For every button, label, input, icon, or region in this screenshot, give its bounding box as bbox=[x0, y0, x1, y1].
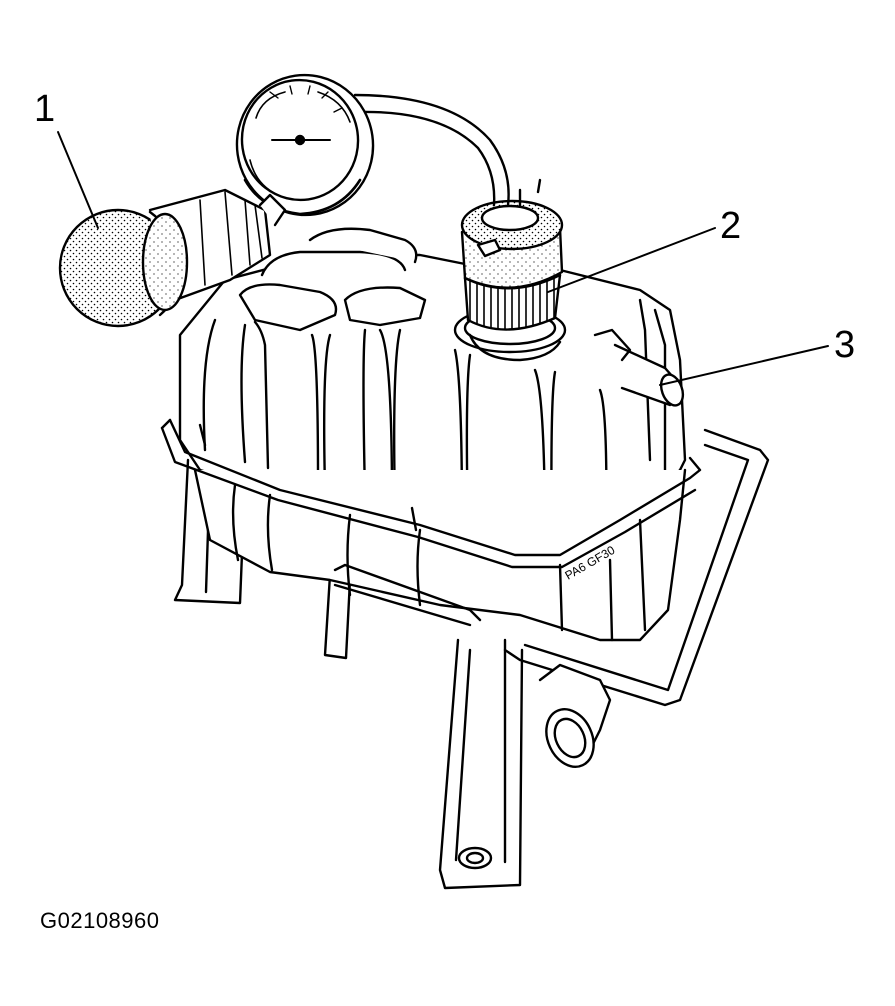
hose-nipple bbox=[593, 328, 685, 407]
callout-3-leader bbox=[659, 345, 829, 386]
callout-2-leader bbox=[547, 227, 716, 293]
tank-seam-flange bbox=[160, 418, 702, 569]
callout-1-leader bbox=[57, 131, 99, 229]
outlet-pipe bbox=[538, 663, 612, 768]
figure-code: G02108960 bbox=[40, 908, 160, 933]
hand-pump bbox=[58, 188, 287, 328]
coolant-tank: PA6 GF30 bbox=[178, 227, 687, 642]
test-hose bbox=[353, 93, 510, 207]
callout-3-label: 3 bbox=[834, 324, 856, 366]
pressure-test-adapter bbox=[460, 178, 564, 331]
tank-strap-bracket bbox=[333, 428, 770, 707]
pressure-gauge bbox=[235, 73, 375, 217]
callout-2-label: 2 bbox=[720, 205, 742, 247]
callout-1-label: 1 bbox=[34, 88, 56, 130]
